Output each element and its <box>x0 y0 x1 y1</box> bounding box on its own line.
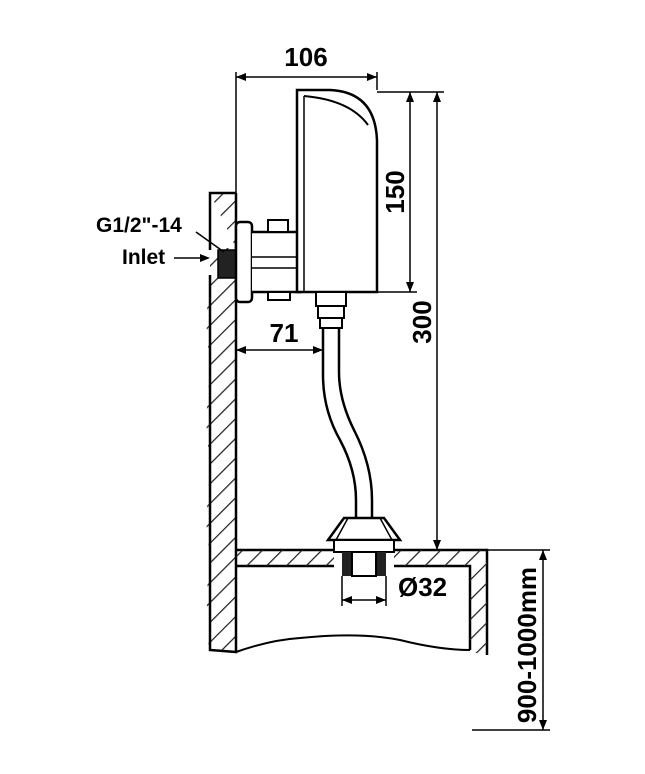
dimension-300 <box>417 91 444 550</box>
urinal <box>235 548 489 655</box>
dimension-106-label: 106 <box>284 42 327 72</box>
dimension-mount-height-label: 900-1000mm <box>512 567 542 723</box>
wall <box>206 191 238 654</box>
pipe-connector <box>325 516 403 553</box>
dimension-mount-height <box>472 549 550 731</box>
outlet-nut <box>315 291 347 329</box>
dimension-71 <box>236 346 323 354</box>
dimension-300-label: 300 <box>407 300 437 343</box>
flush-pipe <box>321 328 374 518</box>
inlet-arrowhead <box>200 254 210 262</box>
spud <box>342 551 386 577</box>
dimension-150-label: 150 <box>380 170 410 213</box>
dimension-71-label: 71 <box>270 318 299 348</box>
inlet-label: Inlet <box>122 246 165 269</box>
thread-leader <box>195 231 225 253</box>
dimension-diameter-label: Ø32 <box>398 572 447 602</box>
thread-label: G1/2"-14 <box>96 214 182 237</box>
inlet-fitting <box>217 219 302 304</box>
dimension-diameter <box>341 576 387 606</box>
dimension-150 <box>377 91 417 293</box>
dimension-106 <box>235 72 378 193</box>
valve-body <box>295 88 379 294</box>
